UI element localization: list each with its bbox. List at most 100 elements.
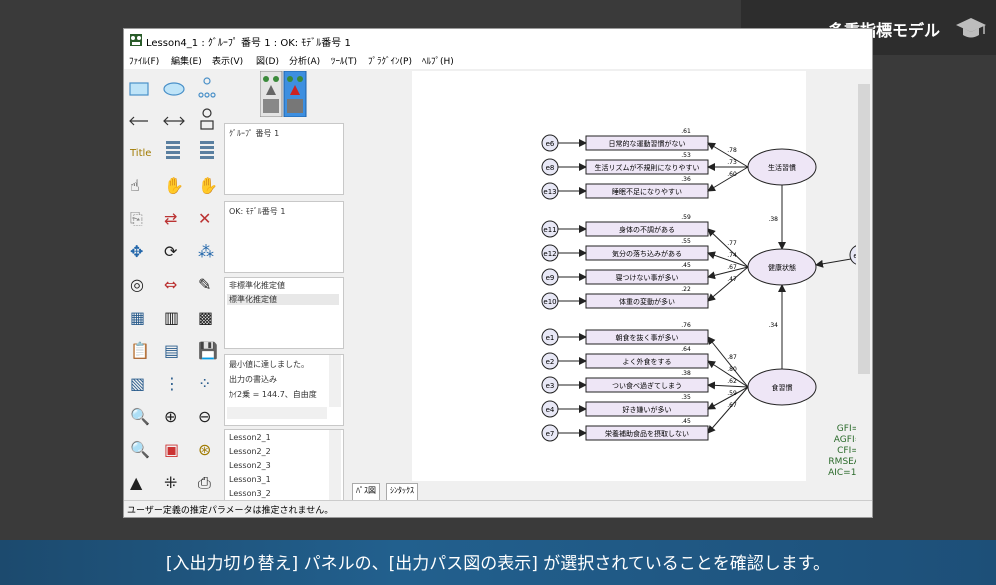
reflect-icon[interactable]: ⁂ — [198, 242, 214, 261]
move-icon[interactable]: ⇄ — [164, 209, 177, 228]
latent-label: 健康状態 — [768, 263, 796, 272]
latent-variable[interactable] — [747, 148, 817, 186]
view-page-icon[interactable]: 🔍 — [130, 439, 150, 459]
loading-path[interactable] — [707, 166, 749, 192]
file-item[interactable]: Lesson3_2 — [229, 489, 271, 498]
error-variable[interactable] — [541, 182, 559, 200]
menu-file[interactable]: ﾌｧｲﾙ(F) — [129, 57, 160, 67]
error-variable-tool-icon[interactable] — [200, 108, 214, 130]
unstandardized-item[interactable]: 非標準化推定値 — [229, 281, 285, 290]
deselect-hand-icon[interactable]: ✋ — [198, 176, 218, 195]
latent-variable[interactable] — [747, 248, 817, 286]
r2-value: .53 — [681, 152, 691, 159]
calculate-estimates-icon[interactable]: ▩ — [198, 308, 213, 327]
copy-icon[interactable]: ⎘ — [130, 209, 143, 228]
rotate-icon[interactable]: ⟳ — [164, 242, 178, 261]
error-label: e12 — [543, 250, 556, 258]
menu-help[interactable]: ﾍﾙﾌﾟ(H) — [422, 57, 454, 67]
file-item[interactable]: Lesson2_3 — [229, 461, 271, 470]
zoom-out-icon[interactable]: ⊖ — [198, 407, 211, 426]
r2-value: .35 — [681, 394, 691, 401]
error-variable[interactable] — [541, 292, 559, 310]
touch-up-icon[interactable]: ✎ — [198, 275, 211, 294]
double-arrow-tool-icon[interactable] — [163, 116, 185, 126]
save-icon[interactable]: 💾 — [198, 341, 218, 360]
select-one-hand-icon[interactable]: ☝ — [130, 176, 140, 195]
canvas-vscroll-thumb[interactable] — [858, 84, 870, 374]
rectangle-tool-icon[interactable] — [129, 82, 149, 96]
log-hscrollbar[interactable] — [227, 407, 327, 419]
analysis-properties-icon[interactable]: ▥ — [164, 308, 179, 327]
scroll-icon[interactable]: ⇔ — [164, 275, 177, 294]
loading-path[interactable] — [707, 266, 749, 280]
error-variable[interactable] — [541, 352, 559, 370]
loading-path[interactable] — [707, 266, 749, 302]
data-file-icon[interactable]: ▦ — [130, 308, 145, 327]
list-variables-icon[interactable] — [166, 141, 180, 159]
select-all-hand-icon[interactable]: ✋ — [164, 176, 184, 195]
multigroup-icon[interactable]: ⁜ — [164, 473, 177, 492]
bayesian-icon[interactable]: ⊛ — [198, 440, 211, 459]
error-variable[interactable] — [541, 424, 559, 442]
latent-variable[interactable] — [747, 368, 817, 406]
file-item[interactable]: Lesson2_2 — [229, 447, 271, 456]
loading-path[interactable] — [707, 386, 749, 410]
loading-path[interactable] — [707, 142, 749, 168]
error-variable[interactable] — [541, 134, 559, 152]
ellipse-tool-icon[interactable] — [163, 82, 185, 96]
erase-icon[interactable]: ✕ — [198, 209, 211, 228]
menu-view[interactable]: 表示(V) — [212, 57, 244, 67]
move-parameter-icon[interactable]: ◎ — [130, 275, 144, 294]
clipboard-icon[interactable]: 📋 — [130, 341, 150, 360]
error-variable[interactable] — [541, 268, 559, 286]
print-icon[interactable]: ⎙ — [198, 473, 211, 492]
file-item[interactable]: Lesson3_1 — [229, 475, 271, 484]
log-vscrollbar[interactable] — [329, 355, 341, 407]
error-variable[interactable] — [541, 244, 559, 262]
indicator-tool-icon[interactable] — [198, 77, 216, 98]
loading-path[interactable] — [707, 336, 749, 388]
error-label: e13 — [543, 188, 556, 196]
group-item[interactable]: ｸﾞﾙｰﾌﾟ 番号 1 — [229, 129, 280, 138]
tab-syntax[interactable]: ｼﾝﾀｯｸｽ — [386, 483, 418, 501]
error-variable[interactable] — [541, 328, 559, 346]
title-tool-icon[interactable]: Title — [129, 148, 151, 159]
toolbox: Title ☝ ✋ ✋ ⎘ ⇄ ✕ ✥ ⟳ ⁂ ◎ ⇔ ✎ ▦ ▥ ▩ 📋 — [124, 71, 222, 501]
menu-plugins[interactable]: ﾌﾟﾗｸﾞｲﾝ(P) — [368, 57, 412, 67]
loading-path[interactable] — [707, 251, 749, 268]
single-arrow-tool-icon[interactable] — [129, 116, 148, 126]
error-variable[interactable] — [541, 220, 559, 238]
menu-edit[interactable]: 編集(E) — [171, 57, 202, 67]
error-variable[interactable] — [541, 376, 559, 394]
loading-path[interactable] — [707, 381, 749, 390]
file-item[interactable]: Lesson2_1 — [229, 433, 271, 442]
model-item[interactable]: OK: ﾓﾃﾞﾙ番号 1 — [229, 207, 286, 216]
text-output-icon[interactable]: ▤ — [164, 341, 179, 360]
disturbance-path[interactable] — [815, 258, 852, 268]
menu-tools[interactable]: ﾂｰﾙ(T) — [331, 57, 358, 67]
preserve-symmetries-icon[interactable]: ⁘ — [198, 374, 211, 393]
error-label: e11 — [543, 226, 556, 234]
error-variable[interactable] — [541, 400, 559, 418]
error-label: e7 — [546, 430, 555, 438]
loading-path[interactable] — [707, 228, 749, 268]
loading-path[interactable] — [707, 386, 749, 434]
zoom-in-icon[interactable]: ⊕ — [164, 407, 177, 426]
drag-properties-icon[interactable]: ⋮ — [164, 374, 180, 393]
menu-diagram[interactable]: 図(D) — [256, 57, 279, 67]
loading-path[interactable] — [707, 360, 749, 388]
menu-analyze[interactable]: 分析(A) — [289, 57, 321, 67]
object-properties-icon[interactable]: ▧ — [130, 374, 145, 393]
zoom-select-icon[interactable]: 🔍 — [130, 406, 150, 426]
tab-path-diagram[interactable]: ﾊﾟｽ図 — [352, 483, 380, 501]
degrees-of-freedom-icon[interactable]: ▲ — [130, 473, 143, 492]
standardized-item[interactable]: 標準化推定値 — [227, 294, 339, 305]
file-list-scrollbar[interactable] — [329, 430, 341, 500]
error-variable[interactable] — [541, 158, 559, 176]
fit-page-icon[interactable]: ▣ — [164, 440, 179, 459]
list-dataset-icon[interactable] — [200, 141, 214, 159]
r2-value: .45 — [681, 262, 691, 269]
input-diagram-icon — [263, 76, 279, 113]
shape-change-icon[interactable]: ✥ — [130, 242, 143, 261]
